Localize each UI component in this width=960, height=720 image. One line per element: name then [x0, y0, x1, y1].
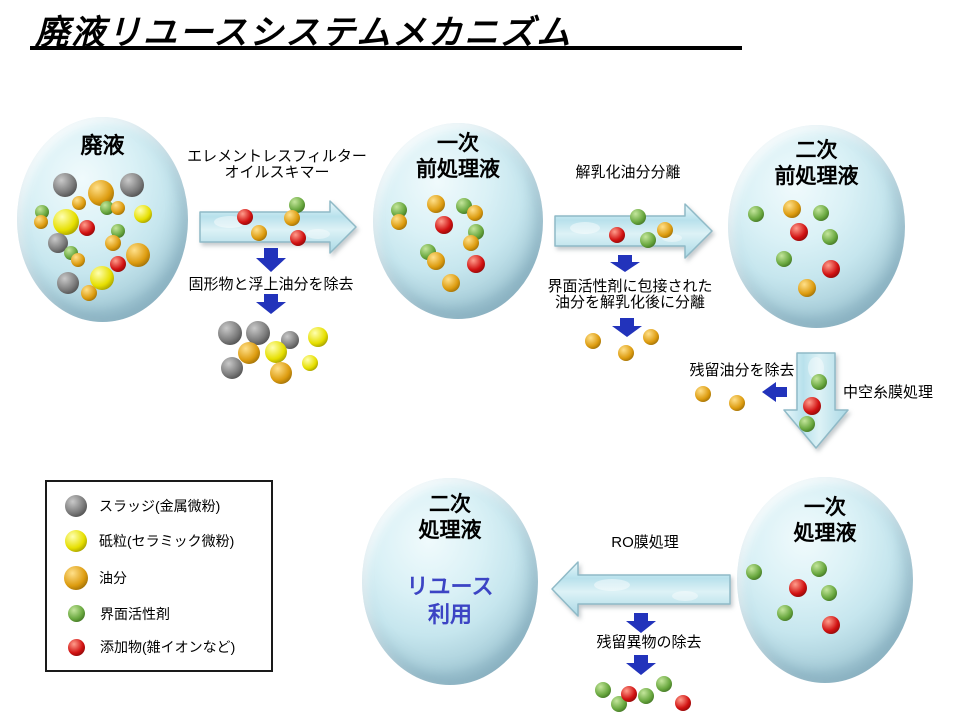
down-arrow-step4-a — [626, 613, 656, 633]
step3-method-label: 中空糸膜処理 — [843, 384, 934, 401]
down-arrow-step2-a — [610, 255, 640, 272]
flow-arrow-step1 — [199, 200, 357, 254]
vessel-secondary-treated: 二次 処理液 リユース 利用 — [362, 478, 538, 685]
step2-method-label: 解乳化油分分離 — [575, 164, 681, 181]
orange-particle — [238, 342, 260, 364]
ice-texture — [662, 234, 682, 242]
gray-particle — [246, 321, 270, 345]
gray-particle — [218, 321, 242, 345]
down-arrow-step2-b — [612, 318, 642, 337]
step1-method-label: エレメントレスフィルター オイルスキマー — [187, 148, 367, 181]
step4-method-label: RO膜処理 — [611, 534, 679, 551]
orange-particle — [585, 333, 601, 349]
yellow-particle — [302, 355, 318, 371]
red-particle — [237, 209, 253, 225]
gray-particle — [221, 357, 243, 379]
green-particle — [811, 374, 827, 390]
vessel-waste-liquid: 廃液 — [17, 117, 188, 322]
vessel-primary-pretreated-label: 一次 前処理液 — [416, 132, 500, 181]
step2-removal-label: 界面活性剤に包接された 油分を解乳化後に分離 — [547, 278, 713, 311]
legend-item-sludge: スラッジ(金属微粉) — [57, 494, 261, 517]
vessel-waste-label: 廃液 — [80, 133, 125, 158]
additive-ball-icon — [68, 638, 85, 656]
vessel-primary-treated: 一次 処理液 — [737, 477, 913, 683]
ice-texture — [570, 222, 600, 234]
vessel-primary-treated-label: 一次 処理液 — [793, 496, 857, 545]
step4-removal-label: 残留異物の除去 — [596, 634, 702, 651]
orange-particle — [284, 210, 300, 226]
green-particle — [611, 696, 627, 712]
vessel-primary-pretreated: 一次 前処理液 — [373, 123, 543, 319]
red-particle — [621, 686, 637, 702]
legend: スラッジ(金属微粉) 砥粒(セラミック微粉) 油分 界面活性剤 添加物(雑イオン… — [45, 480, 273, 672]
legend-item-oil: 油分 — [57, 565, 261, 590]
orange-particle — [695, 386, 711, 402]
green-particle — [630, 209, 646, 225]
abrasive-ball-icon — [65, 530, 87, 553]
green-particle — [799, 416, 815, 432]
down-arrow-step4-b — [626, 655, 656, 675]
vessel-secondary-treated-label: 二次 処理液 — [418, 493, 482, 542]
yellow-particle — [308, 327, 328, 347]
yellow-particle — [265, 341, 287, 363]
orange-particle — [729, 395, 745, 411]
orange-particle — [657, 222, 673, 238]
legend-item-additive: 添加物(雑イオンなど) — [57, 637, 261, 657]
red-particle — [675, 695, 691, 711]
reuse-use-label: リユース 利用 — [406, 574, 494, 627]
green-particle — [640, 232, 656, 248]
ice-texture — [808, 357, 824, 379]
orange-particle — [251, 225, 267, 241]
vessel-secondary-pretreated: 二次 前処理液 — [728, 125, 905, 328]
red-particle — [803, 397, 821, 415]
page-title: 廃液リユースシステムメカニズム — [35, 14, 573, 52]
vessel-secondary-pretreated-label: 二次 前処理液 — [774, 139, 859, 188]
legend-item-abrasive: 砥粒(セラミック微粉) — [57, 530, 261, 553]
ice-texture — [594, 579, 630, 591]
green-particle — [656, 676, 672, 692]
green-particle — [595, 682, 611, 698]
orange-particle — [643, 329, 659, 345]
surfactant-ball-icon — [68, 605, 85, 623]
down-arrow-step1-a — [256, 248, 286, 272]
legend-item-surfactant: 界面活性剤 — [57, 604, 261, 624]
red-particle — [290, 230, 306, 246]
left-arrow-step3 — [762, 382, 787, 402]
green-particle — [638, 688, 654, 704]
step3-removal-label: 残留油分を除去 — [689, 362, 795, 379]
step1-removal-label: 固形物と浮上油分を除去 — [188, 276, 354, 293]
title-underline — [30, 46, 742, 50]
red-particle — [609, 227, 625, 243]
ice-texture — [214, 216, 246, 228]
oil-ball-icon — [64, 565, 88, 590]
down-arrow-step1-b — [256, 294, 286, 314]
ice-texture — [672, 591, 698, 601]
flow-arrow-step4-left — [551, 561, 731, 617]
gray-particle — [281, 331, 299, 349]
orange-particle — [270, 362, 292, 384]
ice-texture — [306, 229, 330, 239]
green-particle — [289, 197, 305, 213]
orange-particle — [618, 345, 634, 361]
sludge-ball-icon — [65, 494, 87, 517]
flow-arrow-step2 — [554, 203, 713, 259]
